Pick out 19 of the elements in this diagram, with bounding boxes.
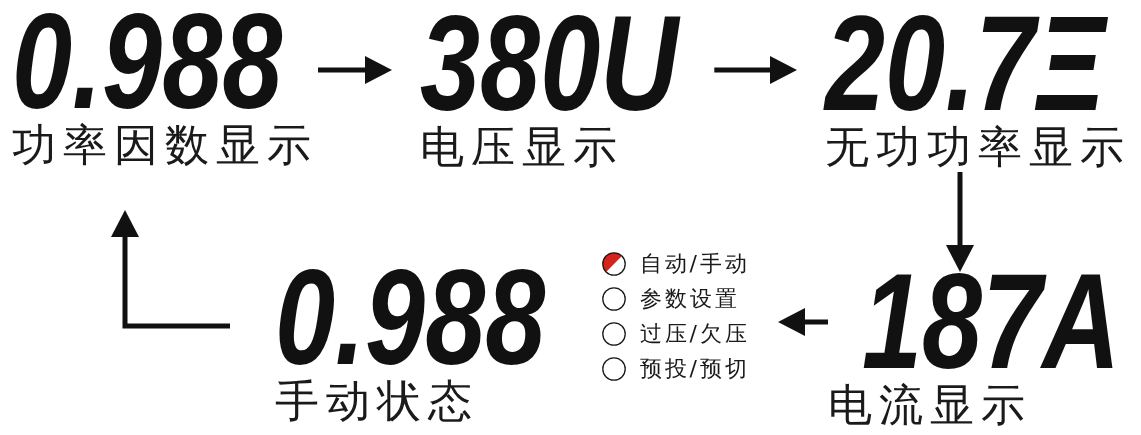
arrow xyxy=(318,56,392,84)
arrow xyxy=(111,210,230,329)
indicator-label: 自动/手动 xyxy=(639,250,750,277)
segment-display-readout: 380U xyxy=(420,14,682,114)
arrow xyxy=(714,56,797,84)
segment-display-readout: 20.7Ξ xyxy=(825,14,1108,114)
display-caption: 手动状态 xyxy=(275,376,479,426)
display-caption: 无功功率显示 xyxy=(825,122,1131,172)
segment-display-readout: 0.988 xyxy=(275,268,547,368)
display-caption: 功率因数显示 xyxy=(12,120,318,170)
indicator-label: 过压/欠压 xyxy=(639,320,750,347)
segment-display-readout: 187A xyxy=(862,272,1122,372)
indicator-label: 预投/预切 xyxy=(639,355,750,382)
display-caption: 电流显示 xyxy=(828,380,1032,430)
indicator-label: 参数设置 xyxy=(639,285,740,312)
arrow xyxy=(778,308,828,336)
arrow xyxy=(946,172,974,272)
display-caption: 电压显示 xyxy=(420,122,624,172)
segment-display-readout: 0.988 xyxy=(12,12,283,112)
